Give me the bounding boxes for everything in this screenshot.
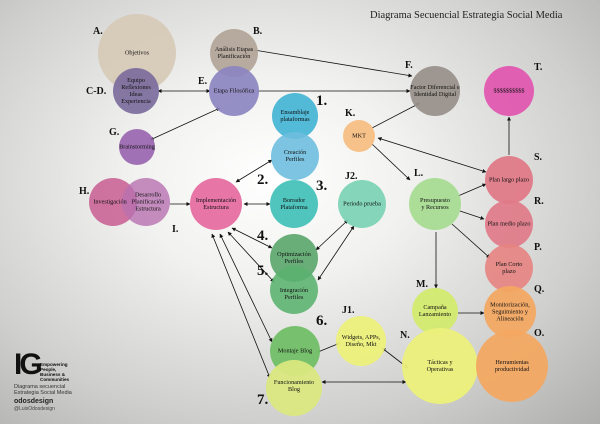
step-7: 7. xyxy=(257,392,269,408)
node-etapa-filosofica xyxy=(209,66,259,116)
arrow-mkt-presupuesto xyxy=(371,143,411,181)
node-desarrollo xyxy=(122,178,170,226)
arrow-implementacion-funcionamiento xyxy=(211,233,271,379)
label-widgets: Widgets, APPs, Diseño, Mkt xyxy=(341,334,381,348)
arrow-implementacion-creacion xyxy=(235,159,273,183)
node-herramientas xyxy=(476,330,548,402)
node-brainstorming xyxy=(119,129,155,165)
tag-a: A. xyxy=(93,26,103,37)
arrow-mkt-planlargo xyxy=(377,137,487,173)
tag-l: L. xyxy=(414,168,424,179)
tag-cd: C-D. xyxy=(86,86,107,97)
label-presupuesto: Presupuesto y Recursos xyxy=(420,197,450,211)
node-funcionamiento-blog xyxy=(266,360,322,416)
tag-r: R. xyxy=(534,196,544,207)
label-plan-medio: Plan medio plazo xyxy=(487,220,531,228)
label-optimizacion: Optimización Perfiles xyxy=(277,251,311,265)
step-2: 2. xyxy=(257,172,269,188)
label-integracion: Integración Perfiles xyxy=(279,287,309,301)
tag-f: F. xyxy=(405,60,413,71)
tag-j2: J2. xyxy=(345,171,358,182)
label-creacion-perfiles: Creación Perfiles xyxy=(283,149,307,163)
logo-subtitle: Diagrama secuencial Estrategia Social Me… xyxy=(14,384,72,396)
arrow-presupuesto-plancorto xyxy=(451,223,491,259)
node-presupuesto xyxy=(409,178,461,230)
logo-handle: @LuisOdosdesign xyxy=(14,406,55,412)
node-widgets xyxy=(336,316,386,366)
tag-b: B. xyxy=(253,26,263,37)
logo-brand: odosdesign xyxy=(14,398,54,405)
tag-j1: J1. xyxy=(342,305,355,316)
arrow-mkt-factor xyxy=(371,102,421,129)
logo-tagline: Empowering People, Business & Communitie… xyxy=(40,362,70,382)
label-herramientas: Herramientas productividad xyxy=(494,359,530,373)
label-factor-diferencial: Factor Diferencial e Identidad Digital xyxy=(410,84,460,98)
label-implementacion: Implementación Estructura xyxy=(195,197,237,211)
node-monitorizacion xyxy=(484,286,536,338)
label-periodo-prueba: Periodo prueba xyxy=(343,200,381,208)
node-implementacion xyxy=(190,178,242,230)
node-plan-medio xyxy=(485,200,533,248)
arrow-analisis-factor xyxy=(253,49,413,78)
node-ensamblaje xyxy=(272,93,318,139)
arrow-brainstorming-etapa xyxy=(149,107,221,141)
label-desarrollo: Desarrollo Planificación Estructura xyxy=(131,191,165,213)
node-campana xyxy=(412,288,458,334)
node-mkt xyxy=(343,120,375,152)
arrow-periodo-integracion xyxy=(317,225,355,281)
node-dinero xyxy=(484,66,534,116)
label-objetivos: Objetivos xyxy=(124,49,150,57)
label-monitorizacion: Monitorización, Seguimiento y Alineación xyxy=(490,301,530,323)
step-3: 3. xyxy=(316,178,328,194)
label-montaje-blog: Montaje Blog xyxy=(277,347,313,355)
step-5: 5. xyxy=(257,263,269,279)
logo-mark: IG xyxy=(14,348,43,381)
node-integracion xyxy=(270,266,318,314)
step-1: 1. xyxy=(316,93,328,109)
tag-p: P. xyxy=(534,242,542,253)
node-plan-largo xyxy=(485,156,533,204)
tag-o: O. xyxy=(534,328,545,339)
label-brainstorming: Brainstorming xyxy=(119,143,155,151)
arrow-presupuesto-planlargo xyxy=(457,183,487,197)
label-borrador: Borrador Plataforma xyxy=(280,197,308,211)
label-analisis: Análisis Etapas Planificación xyxy=(214,46,254,60)
label-funcionamiento-blog: Funcionamiento Blog xyxy=(273,379,315,393)
arrow-periodo-optimizacion xyxy=(315,219,349,251)
diagram-title: Diagrama Secuencial Estrategia Social Me… xyxy=(370,10,563,21)
node-creacion-perfiles xyxy=(271,132,319,180)
node-periodo-prueba xyxy=(338,180,386,228)
label-investigacion: Investigación xyxy=(93,198,127,206)
node-borrador xyxy=(270,180,318,228)
tag-m: M. xyxy=(416,279,428,290)
arrow-presupuesto-planmedio xyxy=(459,210,485,220)
node-tacticas xyxy=(402,328,478,404)
label-etapa-filosofica: Etapa Filosófica xyxy=(213,87,255,95)
label-tacticas: Tácticas y Operativas xyxy=(426,359,454,373)
node-plan-corto xyxy=(485,244,533,292)
label-dinero: $$$$$$$$$$ xyxy=(493,87,525,95)
tag-t: T. xyxy=(534,62,543,73)
label-ensamblaje: Ensamblaje plataformas xyxy=(280,109,310,123)
label-equipo: Equipo Reflexiones Ideas Experiencia xyxy=(121,77,151,105)
tag-h: H. xyxy=(79,186,90,197)
step-6: 6. xyxy=(316,313,328,329)
label-plan-corto: Plan Corto plazo xyxy=(495,261,523,275)
tag-i: I. xyxy=(172,224,179,235)
label-mkt: MKT xyxy=(352,132,366,140)
tag-n: N. xyxy=(400,330,410,341)
label-campana: Campaña Lanzamiento xyxy=(418,304,452,318)
tag-e: E. xyxy=(198,76,208,87)
node-equipo xyxy=(113,68,159,114)
node-factor-diferencial xyxy=(410,66,460,116)
step-4: 4. xyxy=(257,228,269,244)
tag-k: K. xyxy=(345,108,356,119)
tag-q: Q. xyxy=(534,284,545,295)
arrow-implementacion-montaje xyxy=(219,233,273,343)
label-plan-largo: Plan largo plazo xyxy=(488,176,530,184)
tag-s: S. xyxy=(534,152,543,163)
tag-g: G. xyxy=(109,127,120,138)
